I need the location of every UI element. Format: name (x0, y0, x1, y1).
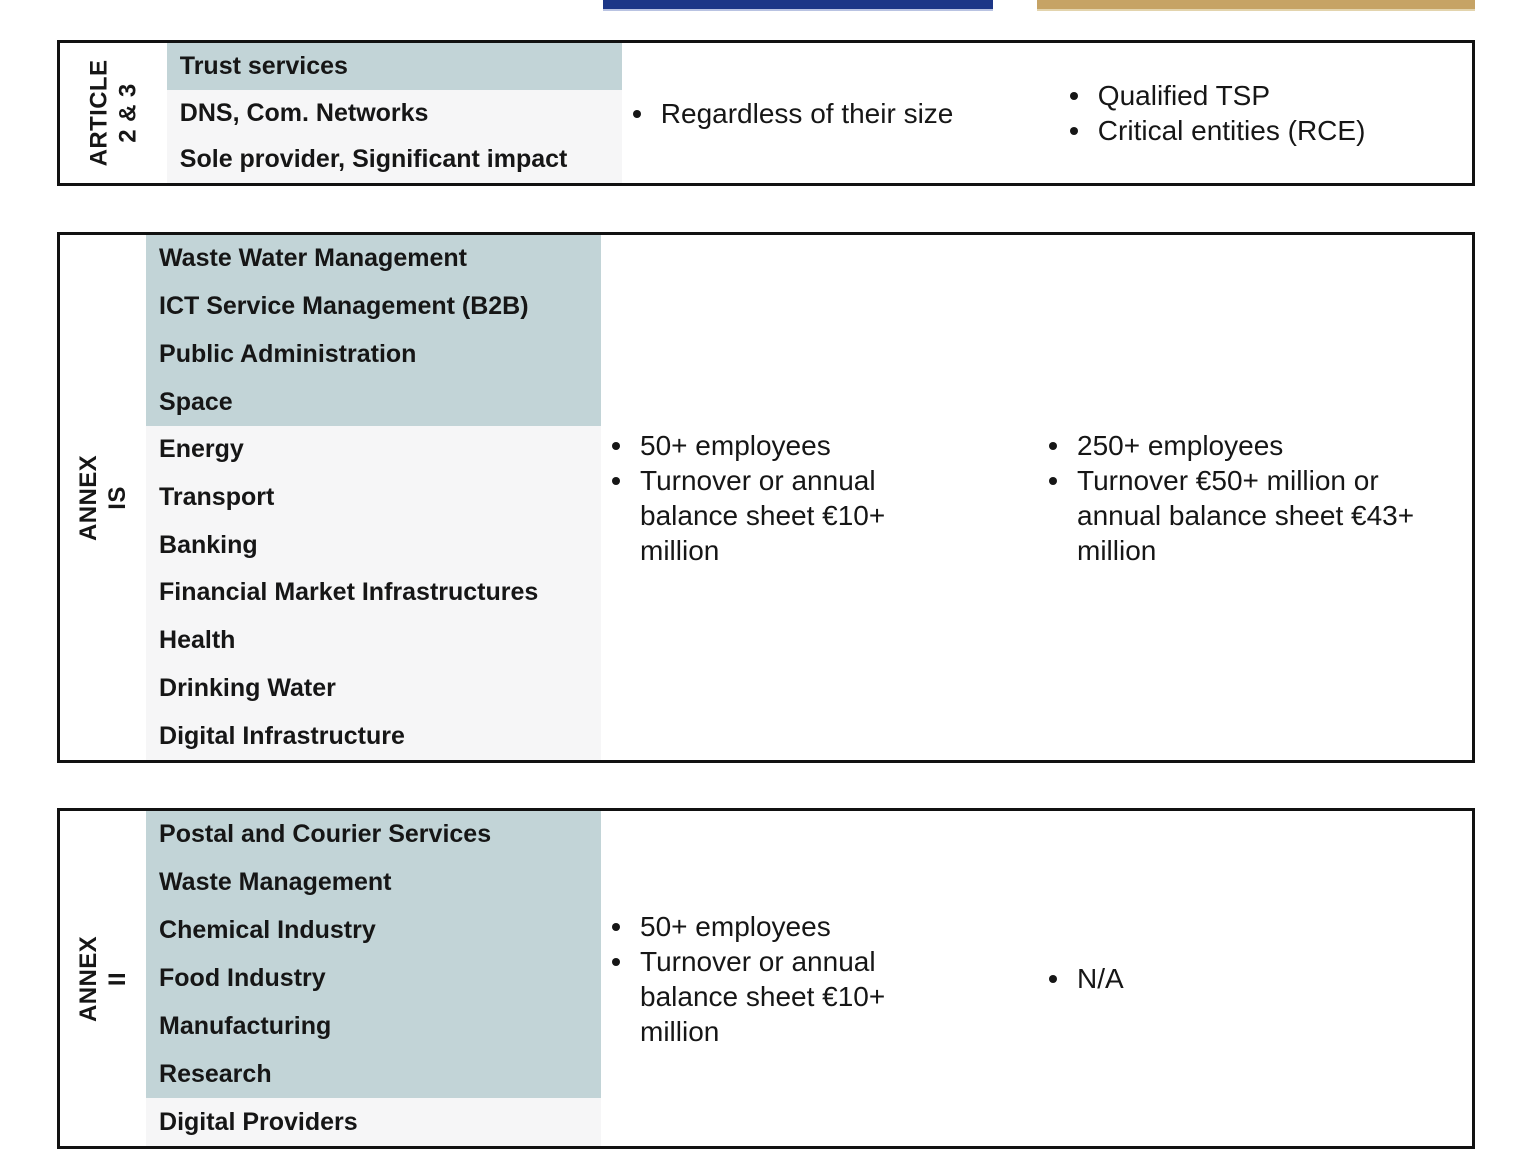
size-criteria-item: Turnover or annual balance sheet €10+ mi… (609, 463, 885, 568)
sector-cell: Waste Water Management (159, 244, 467, 273)
classification-item: N/A (1046, 961, 1124, 996)
sector-cell: Research (159, 1059, 272, 1088)
classification-item: 250+ employees (1046, 428, 1414, 463)
section-label-column: ANNEX IS (60, 235, 146, 760)
classification-list: N/A (1046, 961, 1124, 996)
sector-cell: Trust services (179, 51, 348, 80)
sector-cell: Manufacturing (159, 1011, 332, 1040)
section-label-column: ANNEX II (60, 811, 146, 1146)
size-criteria-item: 50+ employees (609, 909, 885, 944)
sector-cell: Drinking Water (159, 673, 336, 702)
blue-header-bar (603, 0, 993, 11)
sector-cell: Waste Management (159, 868, 392, 897)
classification-item: Critical entities (RCE) (1067, 113, 1365, 148)
section-label: ANNEX IS (75, 454, 132, 541)
sector-cell: Postal and Courier Services (159, 820, 492, 849)
section-label-column: ARTICLE 2 & 3 (60, 43, 167, 183)
classification-column: N/A (1038, 811, 1472, 1146)
size-criteria-list: Regardless of their size (630, 96, 953, 131)
sector-cell: DNS, Com. Networks (179, 98, 429, 127)
sector-cell: Food Industry (159, 964, 326, 992)
tan-header-bar (1037, 0, 1475, 11)
sector-cell: ICT Service Management (B2B) (159, 292, 529, 321)
sector-cell: Transport (159, 483, 275, 511)
size-criteria-item: 50+ employees (609, 428, 885, 463)
size-criteria-item: Turnover or annual balance sheet €10+ mi… (609, 944, 885, 1049)
sector-cell: Public Administration (159, 339, 417, 368)
size-criteria-column: Regardless of their size (622, 43, 1059, 183)
size-criteria-item: Regardless of their size (630, 96, 953, 131)
sector-cell: Digital Infrastructure (159, 721, 405, 750)
section-label: ARTICLE 2 & 3 (85, 59, 142, 167)
teal-sector-block: Trust services (166, 43, 622, 90)
gray-sector-block: Digital Providers (146, 1098, 602, 1146)
sector-cell: Digital Providers (159, 1107, 358, 1136)
sector-cell: Banking (159, 530, 258, 559)
section-label: ANNEX II (75, 935, 132, 1022)
sector-cell: Energy (159, 435, 244, 464)
sector-cell: Sole provider, Significant impact (179, 145, 568, 174)
classification-item: Turnover €50+ million or annual balance … (1046, 463, 1414, 568)
sector-cell: Financial Market Infrastructures (159, 578, 539, 607)
sector-cell: Health (159, 626, 236, 655)
classification-item: Qualified TSP (1067, 78, 1366, 113)
sector-cell: Space (159, 387, 233, 416)
sector-cell: Chemical Industry (159, 916, 376, 945)
